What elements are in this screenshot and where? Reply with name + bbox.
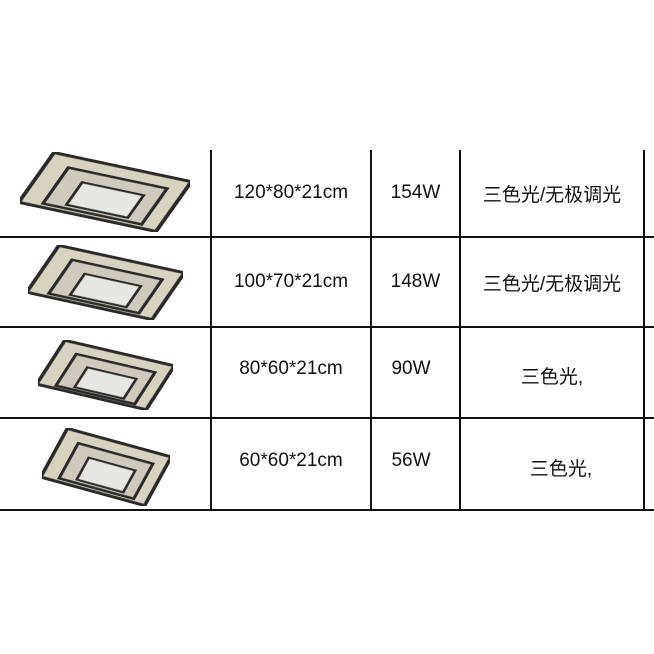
light-cell: 三色光, [529, 458, 593, 480]
power-cell: 90W [391, 357, 431, 379]
lamp-image [38, 340, 173, 410]
lamp-frame-tier [76, 368, 135, 398]
light-cell: 三色光/无极调光 [482, 273, 622, 295]
lamp-frame-tier [78, 458, 134, 492]
power-cell: 154W [390, 182, 441, 203]
row-divider [0, 326, 654, 328]
size-cell: 60*60*21cm [239, 450, 343, 471]
lamp-frame-tier [53, 352, 158, 406]
lamp-frame-tier [38, 340, 173, 410]
lamp-frame-tier [28, 245, 183, 320]
light-cell: 三色光/无极调光 [482, 184, 622, 206]
lamp-frame-tier [74, 456, 138, 494]
light-cell: 三色光, [520, 367, 584, 388]
size-cell: 100*70*21cm [233, 271, 349, 292]
lamp-frame-tier [42, 428, 170, 506]
power-cell: 56W [391, 450, 431, 471]
lamp-frame-tier [68, 183, 142, 217]
column-divider [210, 150, 212, 510]
row-divider [0, 509, 654, 511]
lamp-frame-tier [20, 152, 190, 232]
row-divider [0, 417, 654, 419]
lamp-image [28, 245, 183, 320]
lamp-frame-tier [46, 258, 165, 315]
lamp-frame-tier [64, 181, 146, 219]
row-divider [0, 236, 654, 238]
lamp-image [42, 428, 170, 506]
lamp-frame-tier [40, 166, 170, 226]
lamp-image [20, 152, 190, 232]
lamp-frame-tier [72, 366, 139, 400]
lamp-frame-tier [71, 274, 140, 307]
column-divider [370, 150, 372, 510]
size-cell: 80*60*21cm [239, 357, 343, 379]
column-divider [459, 150, 461, 510]
lamp-frame-tier [68, 272, 143, 309]
power-cell: 148W [390, 271, 441, 292]
lamp-frame-tier [56, 441, 156, 501]
column-divider [643, 150, 645, 510]
size-cell: 120*80*21cm [233, 182, 349, 203]
